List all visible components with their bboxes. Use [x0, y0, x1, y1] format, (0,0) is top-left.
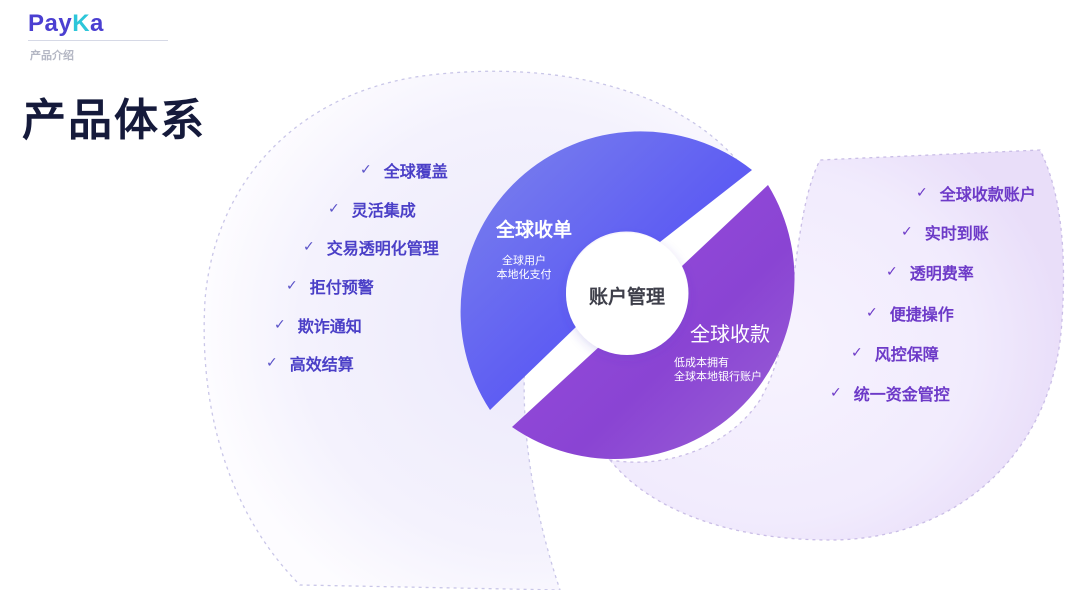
logo: PayKa: [28, 10, 104, 37]
check-icon: ✓: [360, 162, 372, 178]
list-item: ✓便捷操作: [866, 305, 954, 324]
check-icon: ✓: [328, 201, 340, 217]
list-item: ✓拒付预警: [286, 278, 374, 297]
list-item: ✓全球覆盖: [360, 162, 448, 181]
check-icon: ✓: [916, 185, 928, 201]
account-management-label: 账户管理: [588, 285, 665, 308]
list-item: ✓风控保障: [851, 345, 939, 364]
global-receivables-title: 全球收款: [690, 322, 770, 346]
segment-global-collection: [460, 131, 752, 410]
global-collection-subtitle: 全球用户 本地化支付: [496, 254, 552, 281]
segment-global-receivables: [512, 185, 795, 460]
check-icon: ✓: [886, 264, 898, 280]
list-item: ✓高效结算: [266, 355, 354, 374]
list-item: ✓实时到账: [901, 224, 989, 243]
check-icon: ✓: [274, 317, 286, 333]
check-icon: ✓: [286, 278, 298, 294]
check-icon: ✓: [303, 239, 315, 255]
list-item: ✓全球收款账户: [916, 185, 1036, 204]
global-receivables-subtitle: 低成本拥有 全球本地银行账户: [674, 356, 762, 383]
check-icon: ✓: [830, 385, 842, 401]
list-item: ✓交易透明化管理: [303, 239, 439, 258]
list-item: ✓统一资金管控: [830, 385, 950, 404]
check-icon: ✓: [866, 305, 878, 321]
list-item: ✓灵活集成: [328, 201, 416, 220]
page-title: 产品体系: [22, 95, 206, 146]
list-item: ✓欺诈通知: [274, 317, 362, 336]
logo-divider: [28, 40, 168, 41]
global-collection-title: 全球收单: [496, 219, 573, 241]
account-management-hub: [566, 233, 688, 355]
list-item: ✓透明费率: [886, 264, 974, 283]
section-label: 产品介绍: [30, 49, 74, 62]
check-icon: ✓: [266, 355, 278, 371]
check-icon: ✓: [901, 224, 913, 240]
right-feature-panel: [608, 149, 1065, 541]
check-icon: ✓: [851, 345, 863, 361]
